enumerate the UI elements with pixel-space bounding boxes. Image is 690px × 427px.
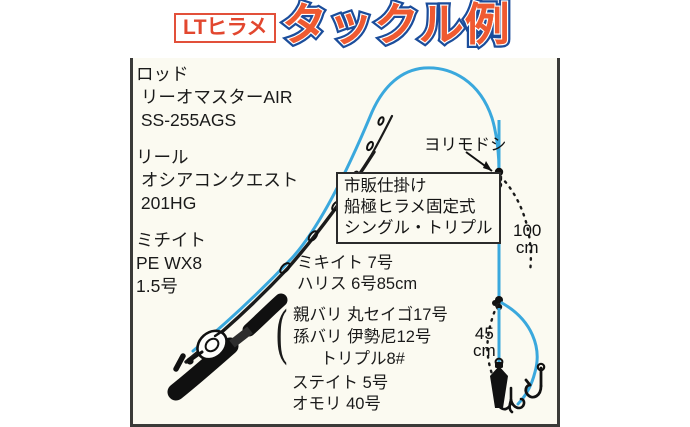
annotation-main-line: ミチイト PE WX8 1.5号 xyxy=(136,230,206,296)
annotation-reel: リール オシアコンクエスト 201HG xyxy=(136,147,299,213)
panel-bottom-rule xyxy=(130,424,560,427)
bracket-paren: ( xyxy=(276,298,288,366)
page-title-outline: タックル例 xyxy=(279,0,514,51)
annotation-rod: ロッド リーオマスターAIR SS-255AGS xyxy=(136,64,293,130)
annotation-leader-spec: ミキイト 7号 ハリス 6号85cm xyxy=(297,254,418,294)
page-title-midstroke: タックル例 xyxy=(281,0,511,50)
measurement-100cm: 100 cm xyxy=(513,221,542,258)
annotation-bottom-spec: ステイト 5号 オモリ 40号 xyxy=(292,374,389,414)
annotation-rig-note: 市販仕掛け 船極ヒラメ固定式 シングル・トリプル xyxy=(336,172,501,245)
annotation-swivel-label: ヨリモドシ xyxy=(424,136,507,154)
category-badge: LTヒラメ xyxy=(174,13,276,43)
annotation-hook-spec: 親バリ 丸セイゴ17号 孫バリ 伊勢尼12号 トリプル8# xyxy=(293,306,448,368)
measurement-45cm: 45 cm xyxy=(473,324,496,361)
page-title: タックル例 xyxy=(282,0,511,50)
